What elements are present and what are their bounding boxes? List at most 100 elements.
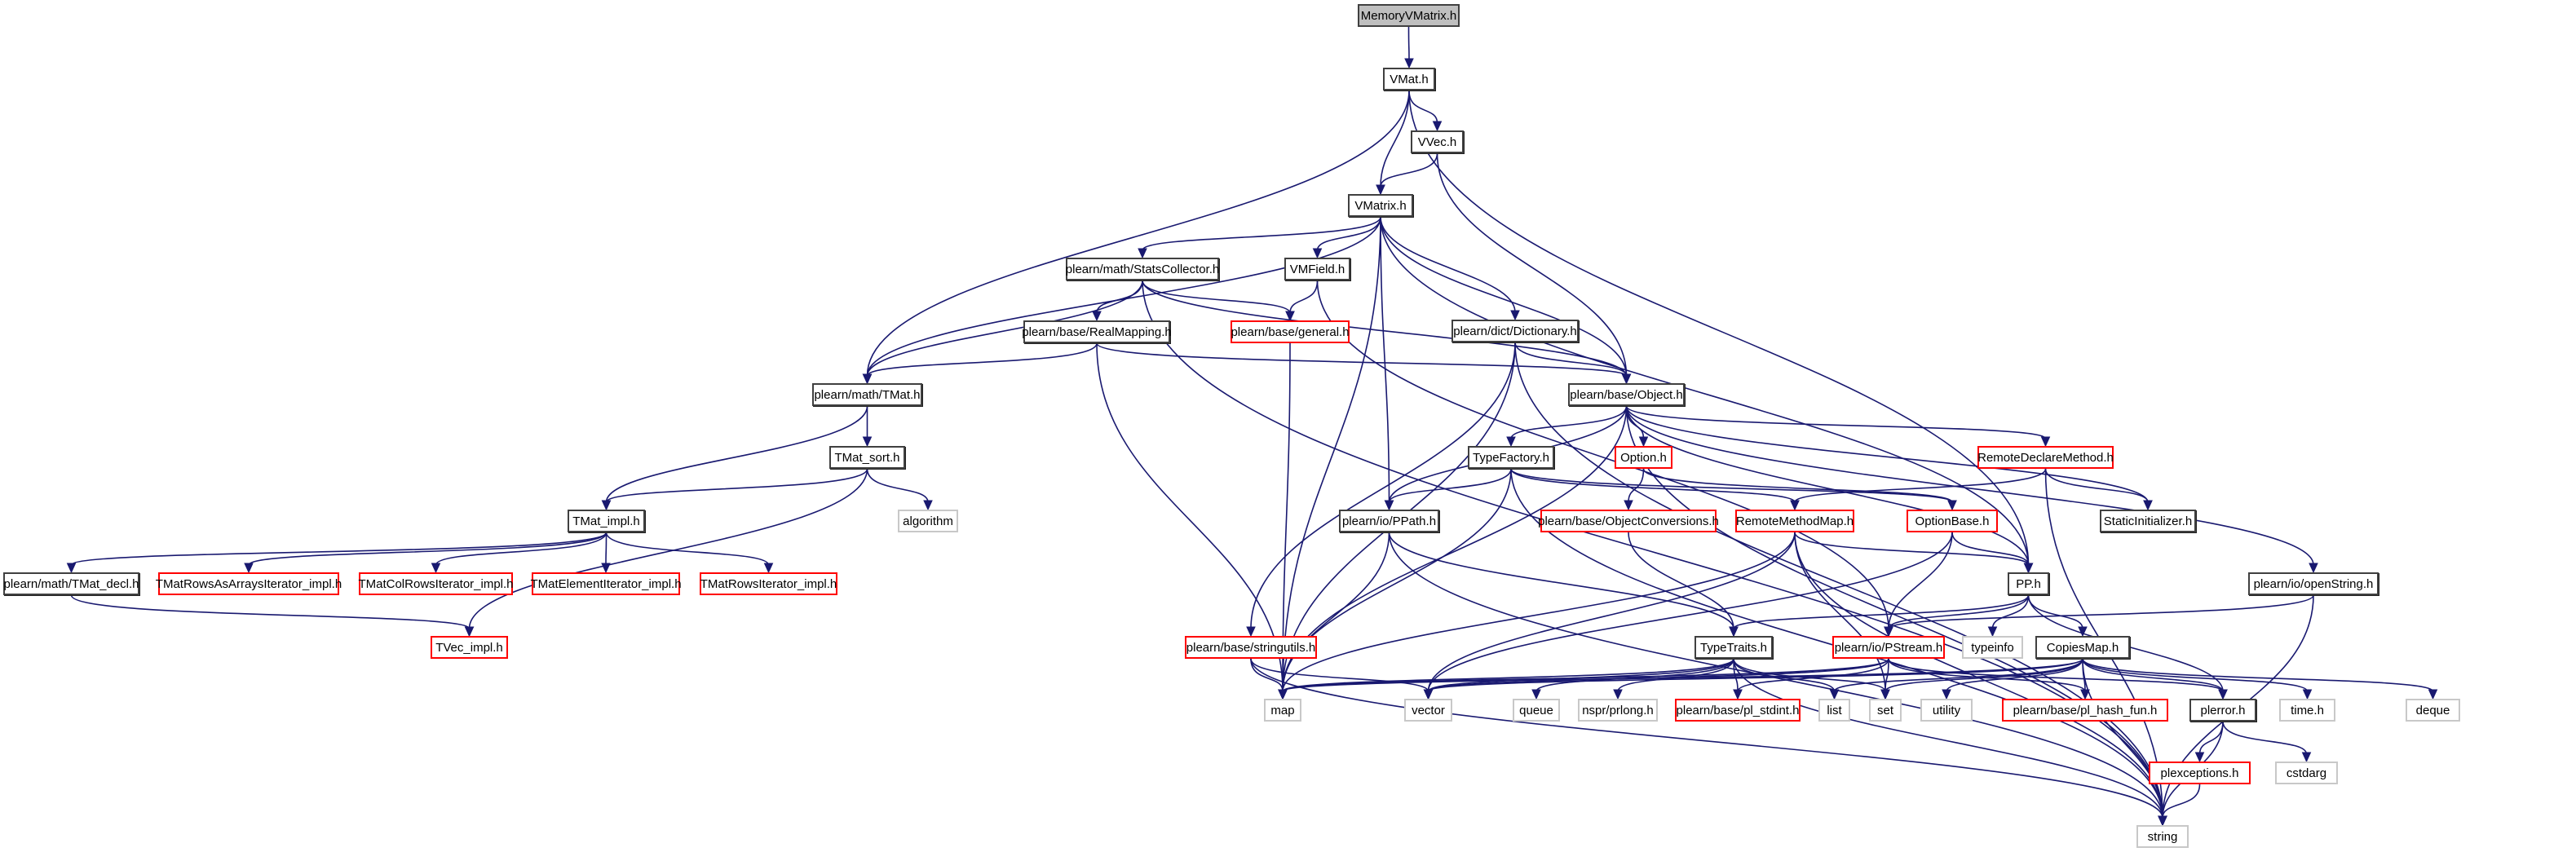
node-tmat[interactable]: plearn/math/TMat.h (812, 383, 922, 406)
edge-TypeFactory-to-OptionBase (1510, 468, 1953, 503)
node-dictionary[interactable]: plearn/dict/Dictionary.h (1451, 320, 1579, 342)
node-string[interactable]: string (2136, 825, 2189, 848)
arrowhead-icon (2040, 436, 2051, 448)
node-copiesmap[interactable]: CopiesMap.h (2035, 636, 2130, 659)
arrowhead-icon (1278, 689, 1288, 700)
node-objectconversions[interactable]: plearn/base/ObjectConversions.h (1538, 510, 1719, 532)
edge-VMField-to-PStream (1316, 280, 1889, 629)
node-statscollector[interactable]: plearn/math/StatsCollector.h (1066, 258, 1219, 280)
node-remotedeclaremethod[interactable]: RemoteDeclareMethod.h (1977, 446, 2114, 469)
node-label: set (1876, 703, 1893, 717)
node-label: RemoteDeclareMethod.h (1977, 450, 2114, 465)
node-prlong[interactable]: nspr/prlong.h (1578, 699, 1658, 722)
arrowhead-icon (2158, 815, 2167, 827)
node-algorithm[interactable]: algorithm (898, 510, 958, 532)
node-plexceptions[interactable]: plexceptions.h (2149, 762, 2251, 784)
node-vvec[interactable]: VVec.h (1411, 130, 1464, 153)
node-tmatrowsiterator[interactable]: TMatRowsIterator_impl.h (700, 572, 837, 595)
node-typetraits[interactable]: TypeTraits.h (1695, 636, 1773, 659)
node-vmfield[interactable]: VMField.h (1284, 258, 1350, 280)
node-ppath[interactable]: plearn/io/PPath.h (1339, 510, 1439, 532)
node-tmat-sort[interactable]: TMat_sort.h (829, 446, 905, 469)
node-remotemethodmap[interactable]: RemoteMethodMap.h (1735, 510, 1854, 532)
node-label: Option.h (1620, 450, 1667, 465)
node-label: plearn/base/pl_stdint.h (1676, 703, 1800, 717)
node-label: plearn/base/pl_hash_fun.h (2013, 703, 2158, 717)
edge-Option-to-ObjectConversions (1628, 468, 1645, 503)
arrowhead-icon (2143, 500, 2153, 511)
edge-OptionBase-to-vector (1427, 532, 1953, 692)
edge-Object-to-TypeFactory (1510, 405, 1628, 439)
node-label: algorithm (903, 514, 953, 528)
node-label: vector (1412, 703, 1445, 717)
edge-VMatrix-to-VMField (1316, 216, 1381, 251)
edge-TMat_sort-to-TVec_impl (468, 468, 868, 629)
arrowhead-icon (2078, 626, 2088, 638)
edge-TypeTraits-to-map (1282, 658, 1734, 692)
node-tmat-decl[interactable]: plearn/math/TMat_decl.h (3, 572, 139, 595)
node-typefactory[interactable]: TypeFactory.h (1468, 446, 1554, 469)
arrowhead-icon (1376, 184, 1385, 196)
node-realmapping[interactable]: plearn/base/RealMapping.h (1022, 320, 1172, 343)
node-option[interactable]: Option.h (1615, 446, 1672, 469)
edge-StatsCollector-to-Object (1142, 280, 1628, 377)
node-label: StaticInitializer.h (2103, 514, 2193, 528)
node-map[interactable]: map (1264, 699, 1301, 722)
node-label: plexceptions.h (2160, 766, 2239, 780)
arrowhead-icon (1404, 58, 1414, 69)
node-vector[interactable]: vector (1404, 699, 1452, 722)
node-typeinfo[interactable]: typeinfo (1962, 636, 2023, 659)
node-set[interactable]: set (1869, 699, 1902, 722)
node-pl-hash-fun[interactable]: plearn/base/pl_hash_fun.h (2002, 699, 2168, 722)
edge-PP-to-typeinfo (1991, 594, 2030, 629)
edge-Object-to-StaticInitializer (1625, 405, 2149, 503)
edge-stringutils-to-vector (1250, 658, 1429, 692)
node-pl-stdint[interactable]: plearn/base/pl_stdint.h (1675, 699, 1801, 722)
node-tmatelementiterator[interactable]: TMatElementIterator_impl.h (530, 572, 682, 595)
node-label: plearn/base/ObjectConversions.h (1538, 514, 1719, 528)
node-utility[interactable]: utility (1920, 699, 1973, 722)
edge-PStream-to-pl_stdint (1737, 658, 1889, 692)
arrowhead-icon (2309, 563, 2318, 574)
node-tmat-impl[interactable]: TMat_impl.h (568, 510, 645, 532)
node-label: VMat.h (1390, 72, 1429, 86)
node-cstdarg[interactable]: cstdarg (2275, 762, 2338, 784)
edge-VMatrix-to-Object (1380, 216, 1628, 377)
node-tvec-impl[interactable]: TVec_impl.h (431, 636, 508, 659)
edge-RemoteMethodMap-to-map (1282, 532, 1796, 692)
edge-PStream-to-map (1282, 658, 1889, 692)
edge-RealMapping-to-TMat (866, 342, 1098, 377)
node-openstring[interactable]: plearn/io/openString.h (2248, 572, 2379, 595)
node-label: utility (1932, 703, 1961, 717)
node-list[interactable]: list (1818, 699, 1850, 722)
node-tmatrowsasarraysiterator[interactable]: TMatRowsAsArraysIterator_impl.h (156, 572, 342, 595)
node-optionbase[interactable]: OptionBase.h (1907, 510, 1998, 532)
edge-CopiesMap-to-plerror (2082, 658, 2224, 692)
node-tmatcolrowsiterator[interactable]: TMatColRowsIterator_impl.h (358, 572, 514, 595)
node-plerror[interactable]: plerror.h (2189, 699, 2256, 722)
node-label: time.h (2291, 703, 2324, 717)
node-vmatrix[interactable]: VMatrix.h (1348, 194, 1413, 217)
node-queue[interactable]: queue (1513, 699, 1560, 722)
node-staticinitializer[interactable]: StaticInitializer.h (2100, 510, 2196, 532)
arrowhead-icon (66, 563, 77, 574)
node-vmat[interactable]: VMat.h (1383, 68, 1435, 90)
node-general[interactable]: plearn/base/general.h (1231, 320, 1350, 343)
edge-CopiesMap-to-string (2082, 658, 2163, 819)
edge-CopiesMap-to-vector (1427, 658, 2083, 692)
node-memoryvmatrix[interactable]: MemoryVMatrix.h (1358, 4, 1460, 27)
node-label: string (2147, 829, 2178, 844)
node-label: TypeFactory.h (1473, 450, 1549, 465)
node-label: CopiesMap.h (2046, 640, 2119, 655)
arrowhead-icon (1880, 689, 1890, 700)
edge-RemoteDeclareMethod-to-StaticInitializer (2044, 468, 2149, 503)
node-label: map (1270, 703, 1295, 717)
node-pp[interactable]: PP.h (2008, 572, 2049, 595)
node-time[interactable]: time.h (2279, 699, 2335, 722)
node-pstream[interactable]: plearn/io/PStream.h (1832, 636, 1945, 659)
node-deque[interactable]: deque (2406, 699, 2460, 722)
arrowhead-icon (1246, 626, 1256, 638)
node-stringutils[interactable]: plearn/base/stringutils.h (1185, 636, 1317, 659)
node-label: TMatRowsIterator_impl.h (700, 576, 837, 591)
node-object[interactable]: plearn/base/Object.h (1568, 383, 1685, 406)
